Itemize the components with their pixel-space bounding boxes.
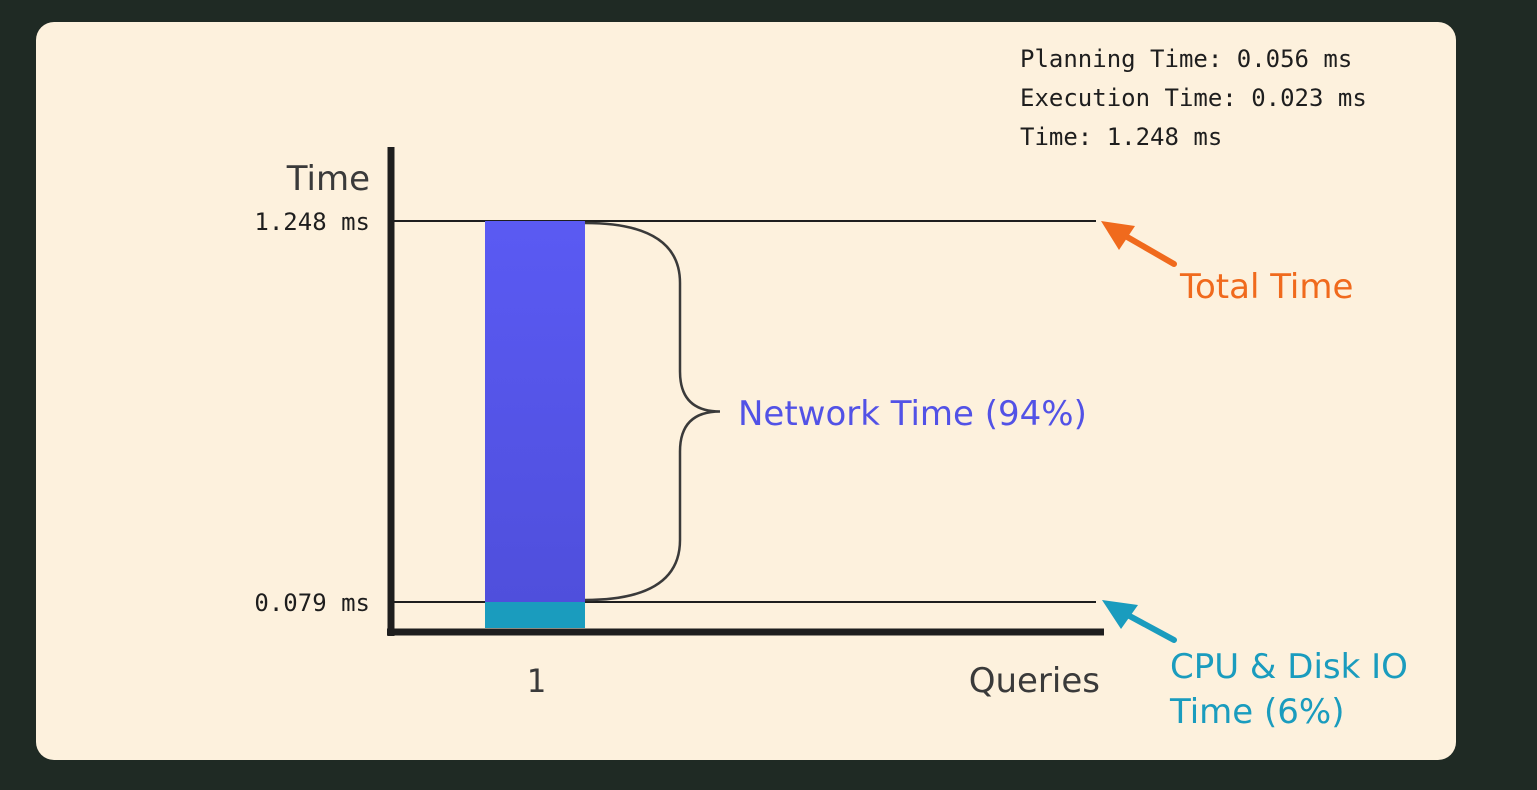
y-tick-label-bottom: 0.079 ms [254,589,370,617]
slide-card: Planning Time: 0.056 ms Execution Time: 0… [36,22,1456,760]
query-stats: Planning Time: 0.056 ms Execution Time: 0… [1020,40,1367,157]
planning-time-line: Planning Time: 0.056 ms [1020,45,1353,73]
network-brace [584,221,721,602]
cpu-time-label-line1: CPU & Disk IO [1170,647,1408,687]
total-time-label: Total Time [1179,267,1353,307]
bar-network-time [485,221,585,602]
x-tick-label: 1 [526,662,545,700]
bar-cpu-disk-io [485,602,585,628]
y-tick-label-top: 1.248 ms [254,208,370,236]
network-time-label: Network Time (94%) [738,394,1087,434]
cpu-time-arrow-icon [1102,600,1177,643]
execution-time-line: Execution Time: 0.023 ms [1020,84,1367,112]
cpu-time-label-line2: Time (6%) [1169,692,1344,732]
total-time-line: Time: 1.248 ms [1020,123,1223,151]
x-axis-label: Queries [969,661,1100,701]
total-time-arrow-icon [1101,221,1177,267]
y-axis-label: Time [286,159,370,199]
time-bar-chart: Time Queries 1 1.248 ms 0.079 ms Network… [254,147,1408,732]
